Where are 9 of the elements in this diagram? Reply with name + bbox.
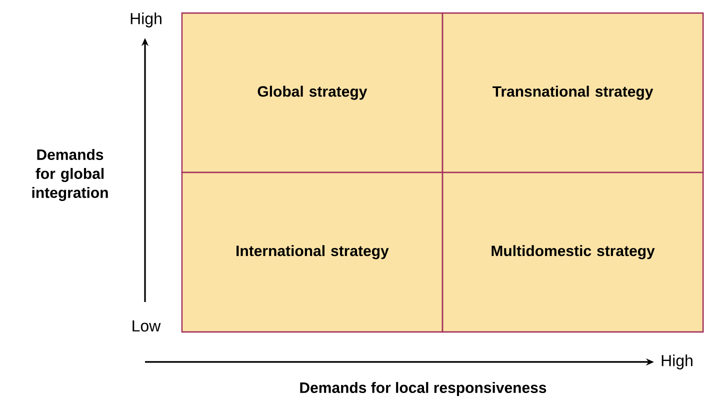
axis-tick-label: High bbox=[662, 354, 692, 370]
quadrant-box: Multidomestic strategy bbox=[442, 172, 704, 333]
axis-title: Demands for global integration bbox=[32, 148, 108, 202]
quadrant-box: Global strategy bbox=[181, 12, 444, 174]
axis-title: Demands for local responsiveness bbox=[300, 382, 546, 396]
axis-tick-label: High bbox=[130, 12, 162, 28]
quadrant-box: Transnational strategy bbox=[442, 12, 704, 174]
axis-tick-label: Low bbox=[132, 320, 161, 332]
quadrant-box: International strategy bbox=[181, 172, 444, 333]
